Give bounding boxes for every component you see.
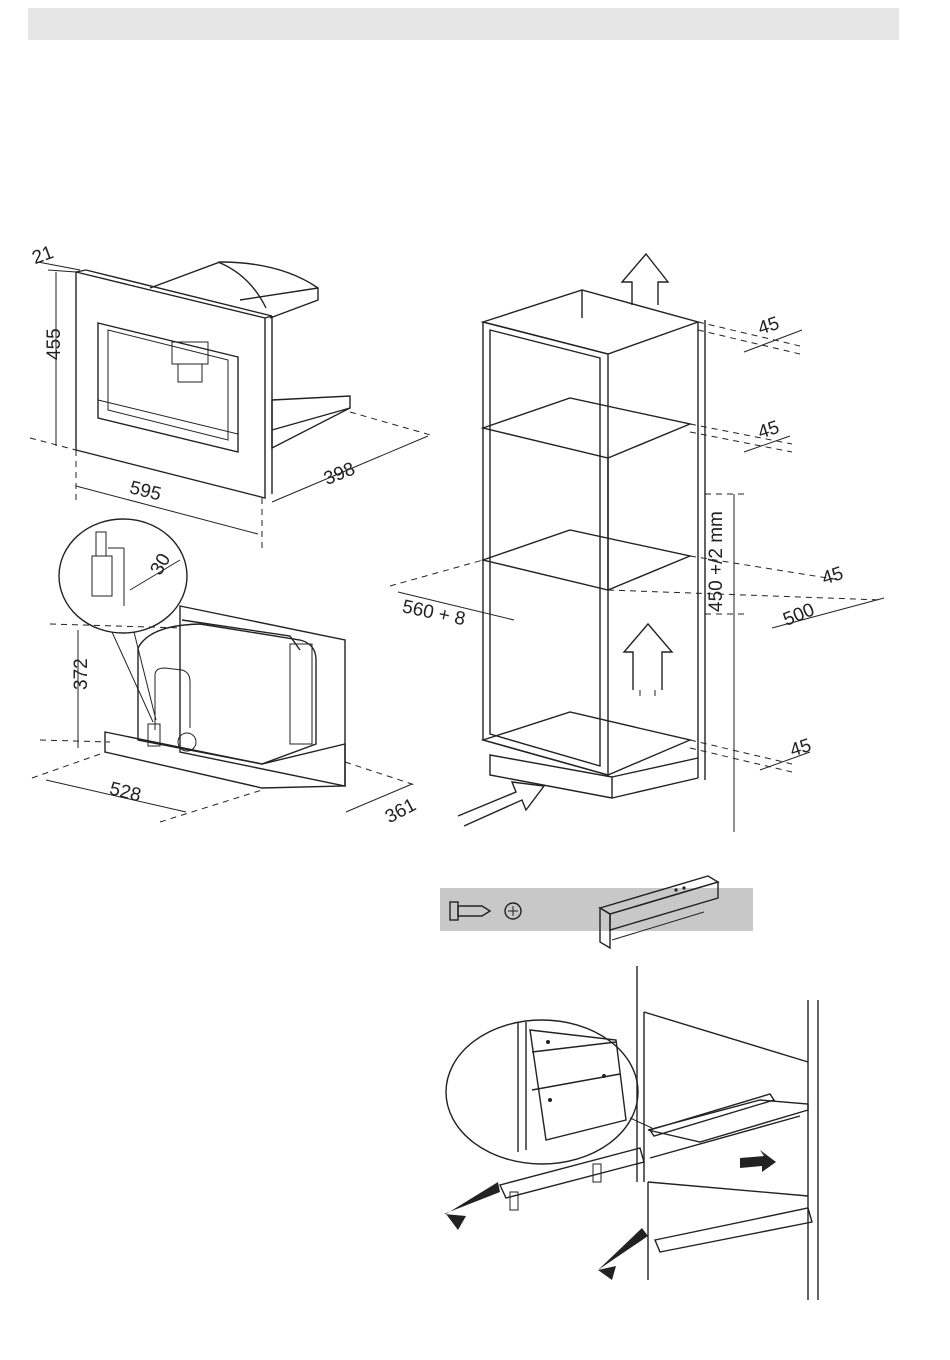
unit-depth-label: 361 <box>382 795 420 828</box>
cabinet-vent-mid-label: 45 <box>819 563 846 590</box>
parts-strip <box>440 876 753 948</box>
cabinet-vent-top-label: 45 <box>755 313 782 340</box>
niche-width-label: 560 + 8 <box>400 596 467 630</box>
cabinet-vent-bottom-label: 45 <box>787 735 814 762</box>
machine-height-label: 455 <box>44 328 65 360</box>
arrow-icon <box>458 782 544 826</box>
arrow-icon <box>740 1150 776 1172</box>
coffee-machine-drawing <box>76 262 350 498</box>
unit-width-label: 528 <box>107 778 143 806</box>
niche-height-label: 450 +/2 mm <box>706 511 727 612</box>
cabinet-drawing <box>483 290 705 798</box>
rear-dimension-lines <box>32 624 418 822</box>
plug-clearance-label: 30 <box>147 550 176 579</box>
arrow-icon <box>598 1228 648 1280</box>
unit-height-label: 372 <box>71 658 92 690</box>
arrow-icon <box>624 624 672 690</box>
rail-detail-magnifier <box>446 1020 652 1164</box>
niche-depth-label: 500 <box>780 599 817 630</box>
arrow-icon <box>444 1182 500 1230</box>
arrow-icon <box>622 254 668 305</box>
machine-depth-label: 398 <box>321 459 358 490</box>
rail-installation-drawing <box>444 966 818 1300</box>
cabinet-vent-upper-label: 45 <box>755 417 782 444</box>
machine-rear-drawing <box>105 606 345 788</box>
